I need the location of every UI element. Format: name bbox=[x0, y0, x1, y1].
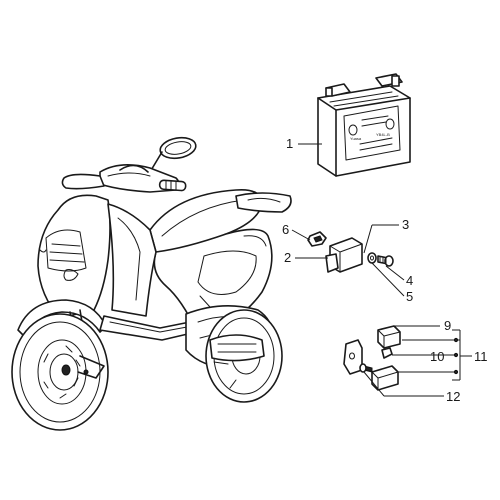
battery-brand-label: Yuasa bbox=[350, 136, 362, 141]
clip-nut bbox=[307, 231, 327, 247]
callout-1: 1 bbox=[286, 136, 293, 151]
callout-6: 6 bbox=[282, 222, 289, 237]
battery: Yuasa YB4L-B bbox=[317, 73, 411, 177]
rear-body bbox=[153, 228, 273, 331]
callout-3: 3 bbox=[402, 217, 409, 232]
screw bbox=[377, 255, 394, 267]
battery-model-label: YB4L-B bbox=[376, 132, 390, 137]
frame-tunnel bbox=[107, 203, 157, 317]
muffler bbox=[209, 334, 265, 362]
connector-lower bbox=[371, 365, 399, 391]
rear-rack bbox=[235, 192, 292, 213]
washer bbox=[367, 252, 377, 264]
handlebar bbox=[61, 164, 187, 193]
callout-11: 11 bbox=[474, 349, 488, 364]
connector-upper bbox=[377, 325, 401, 349]
callout-4: 4 bbox=[406, 273, 413, 288]
front-shield bbox=[37, 194, 111, 319]
connector-middle bbox=[381, 347, 393, 359]
callout-10: 10 bbox=[430, 349, 444, 364]
front-wheel bbox=[11, 313, 109, 431]
connector-screw bbox=[359, 363, 373, 373]
callout-9: 9 bbox=[444, 318, 451, 333]
leader-lines bbox=[291, 143, 472, 397]
callout-numbers: 1 2 3 4 5 6 9 10 11 12 bbox=[282, 136, 488, 404]
scooter-illustration bbox=[11, 136, 292, 431]
relay bbox=[325, 237, 363, 273]
callout-5: 5 bbox=[406, 289, 413, 304]
callout-12: 12 bbox=[446, 389, 460, 404]
callout-2: 2 bbox=[284, 250, 291, 265]
